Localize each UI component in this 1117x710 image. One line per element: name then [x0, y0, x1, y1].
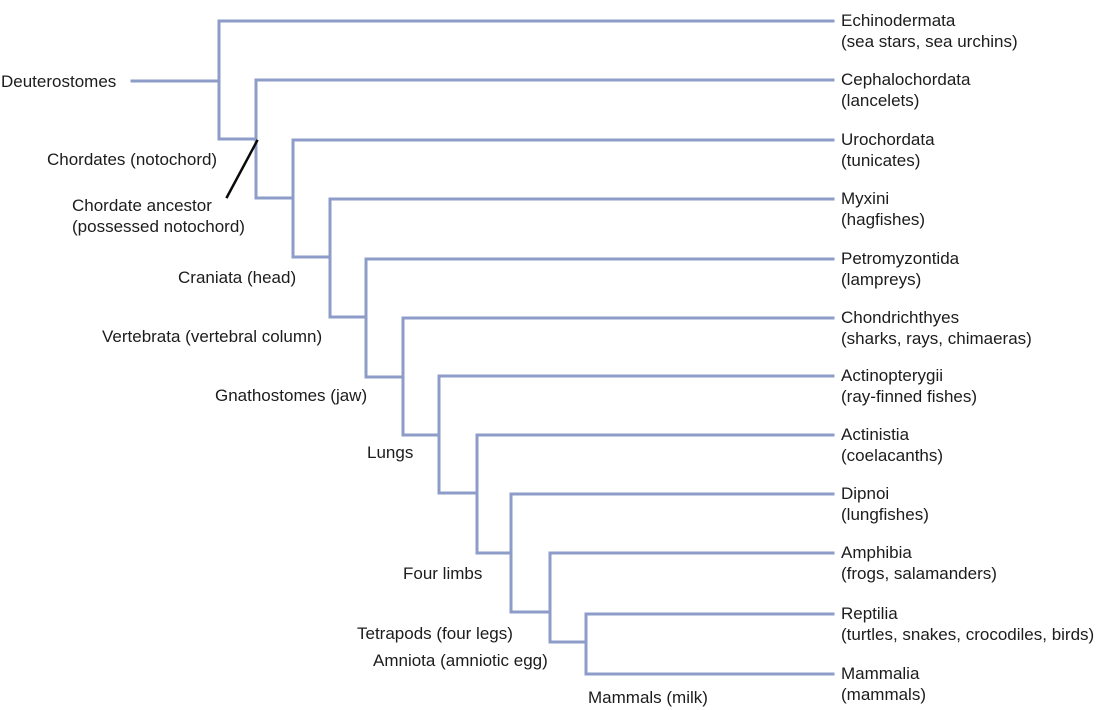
taxon-label-cephalochordata: Cephalochordata (lancelets)	[841, 69, 970, 111]
taxon-common-name-urochordata: (tunicates)	[841, 151, 921, 170]
taxon-name-chondrichthyes: Chondrichthyes	[841, 308, 960, 327]
taxon-label-urochordata: Urochordata (tunicates)	[841, 129, 935, 171]
chordate-ancestor-pointer-line	[225, 139, 259, 199]
taxon-common-name-petromyzontida: (lampreys)	[841, 270, 922, 289]
taxon-label-actinopterygii: Actinopterygii (ray-finned fishes)	[841, 365, 977, 407]
taxon-common-name-mammalia: (mammals)	[841, 685, 926, 704]
taxon-name-petromyzontida: Petromyzontida	[841, 249, 960, 268]
taxon-label-dipnoi: Dipnoi (lungfishes)	[841, 483, 929, 525]
taxon-common-name-echinodermata: (sea stars, sea urchins)	[841, 32, 1018, 51]
clade-label-chordates: Chordates (notochord)	[47, 150, 218, 169]
clade-label-tetrapods: Tetrapods (four legs)	[357, 624, 513, 643]
taxon-label-reptilia: Reptilia (turtles, snakes, crocodiles, bi…	[841, 603, 1094, 645]
taxon-label-echinodermata: Echinodermata (sea stars, sea urchins)	[841, 10, 1018, 52]
taxon-name-amphibia: Amphibia	[841, 543, 912, 562]
taxon-name-urochordata: Urochordata	[841, 130, 935, 149]
taxon-name-reptilia: Reptilia	[841, 604, 898, 623]
taxon-label-petromyzontida: Petromyzontida (lampreys)	[841, 248, 959, 290]
taxon-common-name-myxini: (hagfishes)	[841, 210, 926, 229]
clade-label-amniota: Amniota (amniotic egg)	[373, 651, 548, 670]
clade-label-lungs: Lungs	[367, 443, 414, 462]
taxon-common-name-actinopterygii: (ray-finned fishes)	[841, 387, 978, 406]
clade-label-four-limbs: Four limbs	[403, 564, 483, 583]
taxon-name-actinistia: Actinistia	[841, 425, 910, 444]
clade-label-mammals: Mammals (milk)	[588, 688, 708, 707]
taxon-common-name-chondrichthyes: (sharks, rays, chimaeras)	[841, 329, 1032, 348]
taxon-label-mammalia: Mammalia (mammals)	[841, 663, 926, 705]
taxon-name-dipnoi: Dipnoi	[841, 484, 890, 503]
taxon-label-amphibia: Amphibia (frogs, salamanders)	[841, 542, 997, 584]
taxon-common-name-amphibia: (frogs, salamanders)	[841, 564, 997, 583]
clade-label-craniata: Craniata (head)	[178, 268, 297, 287]
clade-label-gnathostomes: Gnathostomes (jaw)	[215, 386, 368, 405]
taxon-name-mammalia: Mammalia	[841, 664, 920, 683]
clade-label-vertebrata: Vertebrata (vertebral column)	[102, 327, 323, 346]
clade-label-chordate-ancestor: Chordate ancestor (possessed notochord)	[72, 196, 245, 236]
taxon-common-name-reptilia: (turtles, snakes, crocodiles, birds)	[841, 625, 1095, 644]
taxon-name-actinopterygii: Actinopterygii	[841, 366, 944, 385]
taxon-common-name-actinistia: (coelacanths)	[841, 446, 944, 465]
taxon-name-cephalochordata: Cephalochordata	[841, 70, 971, 89]
root-label-deuterostomes: Deuterostomes	[1, 72, 117, 91]
taxon-label-chondrichthyes: Chondrichthyes (sharks, rays, chimaeras)	[841, 307, 1032, 349]
taxon-common-name-cephalochordata: (lancelets)	[841, 91, 920, 110]
taxon-label-actinistia: Actinistia (coelacanths)	[841, 424, 943, 466]
taxon-common-name-dipnoi: (lungfishes)	[841, 505, 929, 524]
taxon-name-echinodermata: Echinodermata	[841, 11, 956, 30]
taxon-name-myxini: Myxini	[841, 189, 890, 208]
taxon-label-myxini: Myxini (hagfishes)	[841, 188, 925, 230]
